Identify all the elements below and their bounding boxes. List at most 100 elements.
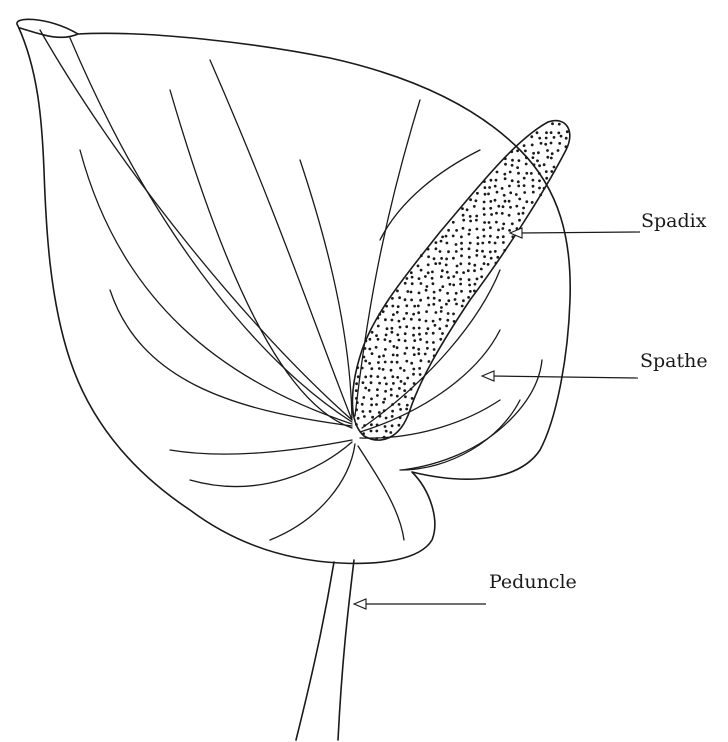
spadix-dot (522, 212, 525, 215)
spadix-dot (475, 215, 478, 218)
spadix-dot (468, 284, 471, 287)
spadix-dot (389, 431, 392, 434)
spadix-dot (427, 271, 430, 274)
spadix-dot (391, 319, 394, 322)
spadix-dot (355, 382, 358, 385)
spadix-dot (432, 332, 435, 335)
spadix-dot (371, 416, 374, 419)
spadix-dot (445, 303, 448, 306)
spadix-dot (355, 397, 358, 400)
spadix-dot (390, 394, 393, 397)
spadix-dot (419, 338, 422, 341)
spadix-dot (446, 242, 449, 245)
spadix-dot (531, 201, 534, 204)
spadix-dot (369, 338, 372, 341)
spadix-dot (433, 348, 436, 351)
spadix-dot (356, 366, 359, 369)
spadix-dot (371, 331, 374, 334)
spadix-dot (378, 313, 381, 316)
spadix-dot (469, 198, 472, 201)
spadix-dot (487, 193, 490, 196)
spadix-dot (412, 334, 415, 337)
spadix-dot (516, 149, 519, 152)
spadix-dot (538, 179, 541, 182)
spadix-dot (391, 403, 394, 406)
spadix-dot (417, 352, 420, 355)
peduncle-stalk (296, 560, 354, 740)
spadix-dot (439, 289, 442, 292)
spadix-dot (558, 142, 561, 145)
spadix-dot (362, 432, 365, 435)
spadix-dot (440, 275, 443, 278)
spadix-dot (375, 437, 378, 440)
spadix-dot (447, 276, 450, 279)
spadix-dot (433, 354, 436, 357)
spadix-pointer (510, 228, 640, 238)
spadix-dot (517, 185, 520, 188)
spadix-dot (370, 423, 373, 426)
spadix-dot (459, 262, 462, 265)
spadix-dot (460, 290, 463, 293)
spadix-dot (539, 194, 542, 197)
spadix-dot (516, 166, 519, 169)
spadix-dot (383, 436, 386, 439)
spadix-dot (432, 282, 435, 285)
spadix-dot (398, 339, 401, 342)
spadix-dot (406, 290, 409, 293)
spadix-dot (399, 326, 402, 329)
spadix-dot (440, 257, 443, 260)
spadix-dot (393, 345, 396, 348)
spadix (352, 121, 569, 440)
spadix-dot (391, 305, 394, 308)
spadix-dot (390, 369, 393, 372)
spadix-dot (427, 304, 430, 307)
spadix-dot (431, 271, 434, 274)
spadix-dot (525, 200, 528, 203)
spadix-dot (455, 229, 458, 232)
spadix-dot (398, 403, 401, 406)
spadix-dot (536, 159, 539, 162)
spadix-dot (566, 130, 569, 133)
spadix-dot (399, 367, 402, 370)
spadix-dot (396, 346, 399, 349)
spadix-dot (469, 290, 472, 293)
spadix-dot (391, 415, 394, 418)
spadix-dot (377, 317, 380, 320)
spadix-dot (417, 348, 420, 351)
spadix-dot (553, 166, 556, 169)
spadix-dot (391, 410, 394, 413)
spadix-dot (538, 172, 541, 175)
spadix-dot (530, 135, 533, 138)
spadix-dot (411, 276, 414, 279)
spadix-dot (432, 303, 435, 306)
spadix-dot (413, 305, 416, 308)
spadix-dot (511, 159, 514, 162)
spadix-dot (355, 423, 358, 426)
spadix-dot (511, 164, 514, 167)
spadix-dot (426, 347, 429, 350)
spadix-dot (406, 377, 409, 380)
spadix-dot (523, 144, 526, 147)
spadix-dot (468, 247, 471, 250)
spadix-dot (501, 187, 504, 190)
spadix-dot (445, 235, 448, 238)
spadix-dot (483, 213, 486, 216)
spadix-dot (546, 156, 549, 159)
spadix-dot (417, 265, 420, 268)
spadix-dot (459, 278, 462, 281)
spadix-dot (489, 235, 492, 238)
spadix-dot (489, 226, 492, 229)
spadix-dot (523, 177, 526, 180)
spadix-dot (461, 207, 464, 210)
spadix-dot (356, 401, 359, 404)
spadix-dot (417, 305, 420, 308)
spadix-dot (488, 186, 491, 189)
spadix-dot (363, 424, 366, 427)
spadix-dot (530, 172, 533, 175)
spadix-dot (384, 338, 387, 341)
spadix-dot (406, 277, 409, 280)
spadix-dot (532, 179, 535, 182)
spadix-dot (504, 177, 507, 180)
spadix-dot (441, 269, 444, 272)
spadix-dot (412, 313, 415, 316)
